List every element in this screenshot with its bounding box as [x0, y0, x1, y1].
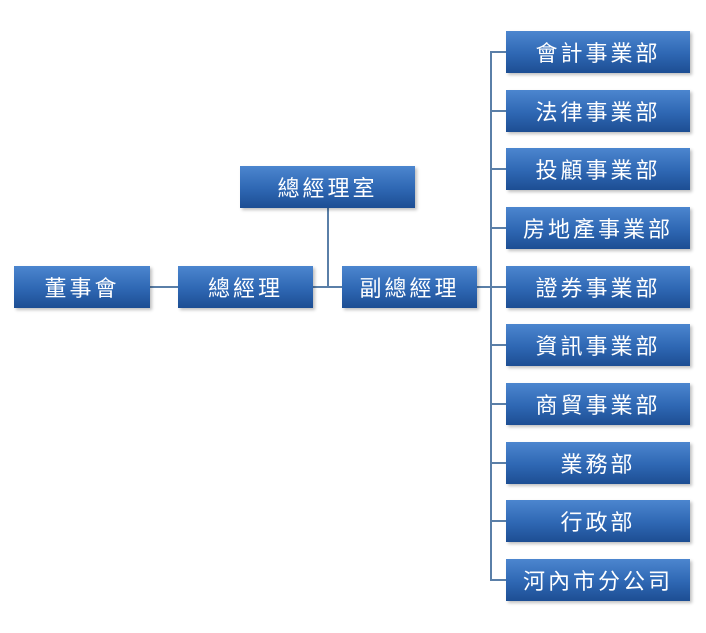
department-node: 法律事業部 [506, 90, 690, 132]
connector-gm-office [327, 208, 329, 287]
board-node: 董事會 [14, 266, 150, 308]
general-manager-office-node: 總經理室 [240, 166, 415, 208]
branch-line [490, 286, 506, 288]
department-node: 行政部 [506, 500, 690, 542]
department-node: 資訊事業部 [506, 324, 690, 366]
branch-line [490, 110, 506, 112]
branch-line [490, 227, 506, 229]
department-node: 業務部 [506, 442, 690, 484]
department-node: 證券事業部 [506, 266, 690, 308]
branch-line [490, 51, 506, 53]
department-node: 河內市分公司 [506, 559, 690, 601]
general-manager-node: 總經理 [178, 266, 313, 308]
department-node: 商貿事業部 [506, 383, 690, 425]
branch-line [490, 344, 506, 346]
department-trunk [490, 52, 492, 580]
branch-line [490, 403, 506, 405]
branch-line [490, 520, 506, 522]
connector-deputy-trunk [477, 286, 492, 288]
department-node: 會計事業部 [506, 31, 690, 73]
connector-board-gm [150, 286, 178, 288]
branch-line [490, 462, 506, 464]
branch-line [490, 579, 506, 581]
branch-line [490, 168, 506, 170]
deputy-general-manager-node: 副總經理 [342, 266, 477, 308]
department-node: 房地產事業部 [506, 207, 690, 249]
department-node: 投顧事業部 [506, 148, 690, 190]
connector-gm-deputy [313, 286, 342, 288]
